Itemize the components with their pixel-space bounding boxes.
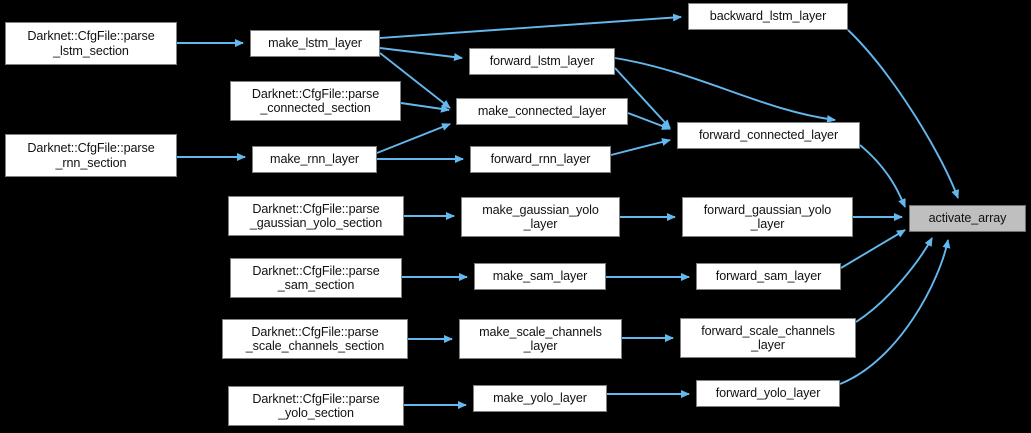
edge-make_lstm_layer-to-backward_lstm_layer bbox=[379, 13, 682, 39]
node-forward_rnn_layer[interactable]: forward_rnn_layer bbox=[470, 146, 611, 173]
node-backward_lstm_layer[interactable]: backward_lstm_layer bbox=[688, 3, 848, 30]
edge-make_lstm_layer-to-forward_lstm_layer bbox=[379, 47, 463, 62]
edge-parse_connected_section-to-make_connected_layer bbox=[400, 102, 450, 113]
node-forward_sam_layer[interactable]: forward_sam_layer bbox=[696, 263, 841, 290]
node-forward_yolo_layer[interactable]: forward_yolo_layer bbox=[696, 380, 840, 407]
node-parse_yolo_section[interactable]: Darknet::CfgFile::parse _yolo_section bbox=[228, 386, 404, 426]
edge-backward_lstm_layer-to-activate_array bbox=[847, 29, 959, 199]
node-make_rnn_layer[interactable]: make_rnn_layer bbox=[252, 146, 377, 173]
edge-forward_scale_channels_layer-to-activate_array bbox=[855, 237, 933, 323]
node-parse_rnn_section[interactable]: Darknet::CfgFile::parse _rnn_section bbox=[5, 134, 177, 177]
node-parse_gaussian_yolo_section[interactable]: Darknet::CfgFile::parse _gaussian_yolo_s… bbox=[228, 196, 404, 236]
edge-forward_lstm_layer-to-forward_connected_layer bbox=[614, 57, 836, 123]
node-make_lstm_layer[interactable]: make_lstm_layer bbox=[250, 30, 380, 57]
edge-forward_lstm_layer-to-forward_connected_layer_b bbox=[614, 67, 671, 129]
node-parse_lstm_section[interactable]: Darknet::CfgFile::parse _lstm_section bbox=[5, 22, 177, 65]
edge-forward_rnn_layer-to-forward_connected_layer bbox=[610, 138, 671, 156]
node-forward_lstm_layer[interactable]: forward_lstm_layer bbox=[469, 48, 615, 75]
node-activate_array[interactable]: activate_array bbox=[909, 205, 1026, 232]
edge-forward_sam_layer-to-activate_array bbox=[840, 229, 906, 269]
node-forward_scale_channels_layer[interactable]: forward_scale_channels _layer bbox=[680, 318, 856, 358]
node-make_yolo_layer[interactable]: make_yolo_layer bbox=[473, 385, 607, 412]
node-make_scale_channels_layer[interactable]: make_scale_channels _layer bbox=[459, 319, 622, 359]
node-make_sam_layer[interactable]: make_sam_layer bbox=[474, 263, 606, 290]
node-forward_connected_layer[interactable]: forward_connected_layer bbox=[677, 122, 860, 149]
node-make_connected_layer[interactable]: make_connected_layer bbox=[456, 98, 628, 125]
node-parse_connected_section[interactable]: Darknet::CfgFile::parse _connected_secti… bbox=[230, 81, 401, 121]
edge-make_lstm_layer-to-make_connected_layer bbox=[379, 52, 451, 109]
edge-make_rnn_layer-to-make_connected_layer bbox=[376, 123, 451, 154]
edge-make_connected_layer-to-forward_connected_layer bbox=[627, 112, 671, 130]
node-make_gaussian_yolo_layer[interactable]: make_gaussian_yolo _layer bbox=[461, 197, 620, 237]
edge-forward_connected_layer-to-activate_array bbox=[859, 144, 906, 208]
node-forward_gaussian_yolo_layer[interactable]: forward_gaussian_yolo _layer bbox=[682, 197, 853, 237]
node-parse_sam_section[interactable]: Darknet::CfgFile::parse _sam_section bbox=[230, 258, 402, 298]
edge-forward_yolo_layer-to-activate_array bbox=[839, 239, 951, 385]
node-parse_scale_channels_section[interactable]: Darknet::CfgFile::parse _scale_channels_… bbox=[222, 319, 408, 359]
